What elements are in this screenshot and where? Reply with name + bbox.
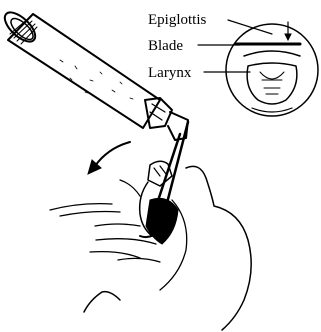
larynx-label: Larynx (148, 65, 192, 81)
blade-label: Blade (148, 38, 183, 54)
epiglottis-label: Epiglottis (148, 12, 207, 28)
curved-arrow-icon (88, 142, 130, 174)
epiglottis-leader-line (228, 20, 272, 34)
patient-head-icon (50, 161, 251, 330)
larynx-view-icon (226, 22, 318, 116)
